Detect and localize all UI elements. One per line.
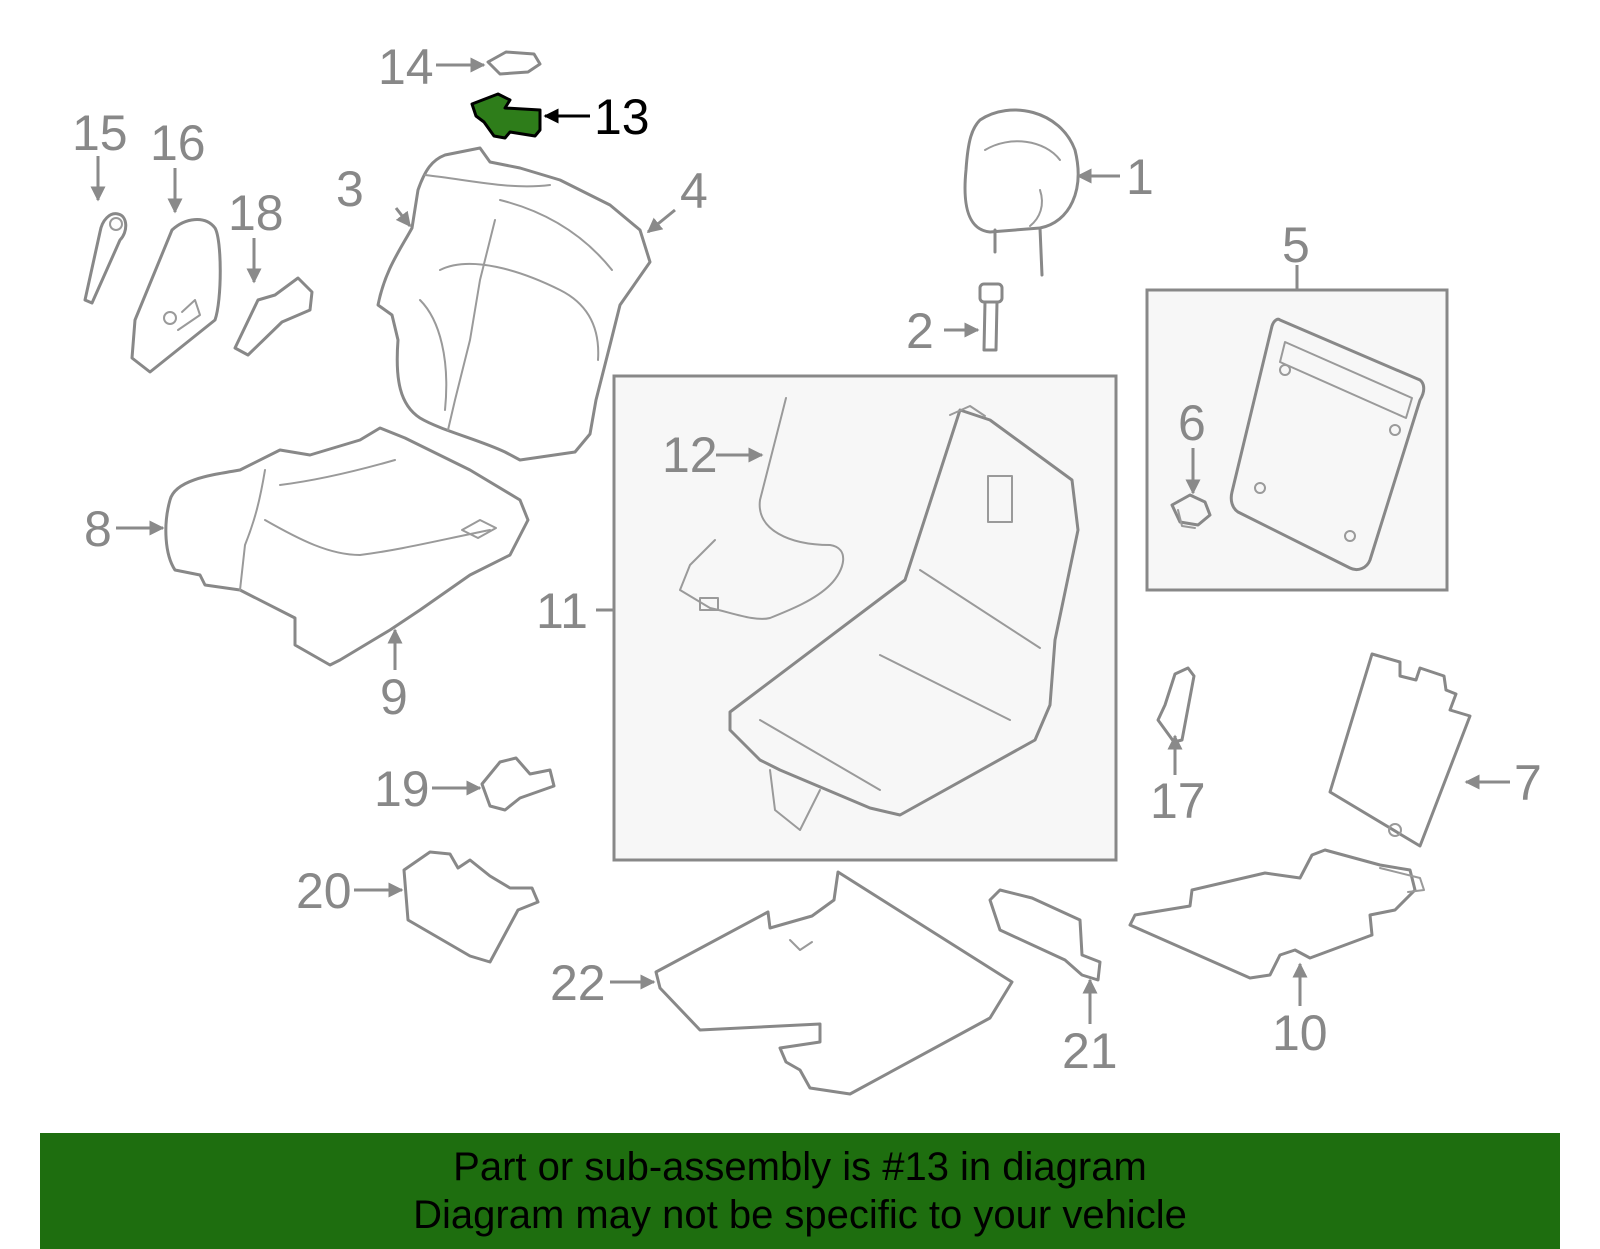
callout-8: 8: [84, 501, 112, 557]
cable-part-12[interactable]: [679, 397, 845, 620]
callout-7: 7: [1514, 755, 1542, 811]
callout-3: 3: [336, 161, 364, 217]
callout-16: 16: [150, 115, 206, 171]
callout-4: 4: [680, 163, 708, 219]
trim-part-17[interactable]: [1156, 666, 1196, 744]
headrest-guide-part[interactable]: [978, 282, 1004, 352]
callout-12: 12: [662, 427, 718, 483]
cushion-pan-part-10[interactable]: [1128, 848, 1425, 980]
callout-6: 6: [1178, 395, 1206, 451]
callout-18: 18: [228, 185, 284, 241]
back-cover-part-5[interactable]: [1229, 317, 1426, 572]
seat-cushion-part[interactable]: [164, 426, 530, 667]
callout-14: 14: [378, 39, 434, 95]
trim-part-21[interactable]: [988, 888, 1102, 982]
cap-part-14[interactable]: [486, 50, 542, 76]
floor-panel-part-22[interactable]: [654, 870, 1014, 1096]
callout-2: 2: [906, 303, 934, 359]
info-banner: Part or sub-assembly is #13 in diagram D…: [40, 1133, 1560, 1249]
side-cover-part-16[interactable]: [130, 218, 222, 374]
callout-11: 11: [536, 583, 588, 639]
lever-part-15[interactable]: [83, 212, 128, 305]
back-board-part-7[interactable]: [1328, 652, 1472, 848]
callout-21: 21: [1062, 1023, 1118, 1079]
bracket-part-18[interactable]: [233, 276, 314, 357]
callout-17: 17: [1150, 773, 1206, 829]
callout-15: 15: [72, 105, 128, 161]
callout-20: 20: [296, 863, 352, 919]
frame-box-11: [612, 374, 1118, 862]
seat-frame-part-11[interactable]: [728, 405, 1080, 831]
seat-back-part[interactable]: [376, 146, 652, 462]
bracket-part-19[interactable]: [480, 756, 556, 812]
banner-line-2: Diagram may not be specific to your vehi…: [413, 1193, 1187, 1237]
callout-10: 10: [1272, 1005, 1328, 1061]
headrest-part[interactable]: [963, 108, 1080, 277]
callout-1: 1: [1126, 149, 1154, 205]
callout-22: 22: [550, 955, 606, 1011]
bracket-part-20[interactable]: [402, 850, 540, 964]
banner-line-1: Part or sub-assembly is #13 in diagram: [453, 1145, 1147, 1189]
highlighted-part-13[interactable]: [470, 92, 542, 140]
callout-13: 13: [594, 89, 650, 145]
callout-19: 19: [374, 761, 430, 817]
callout-9: 9: [380, 669, 408, 725]
callout-5: 5: [1282, 217, 1310, 273]
clip-part-6[interactable]: [1170, 493, 1212, 529]
